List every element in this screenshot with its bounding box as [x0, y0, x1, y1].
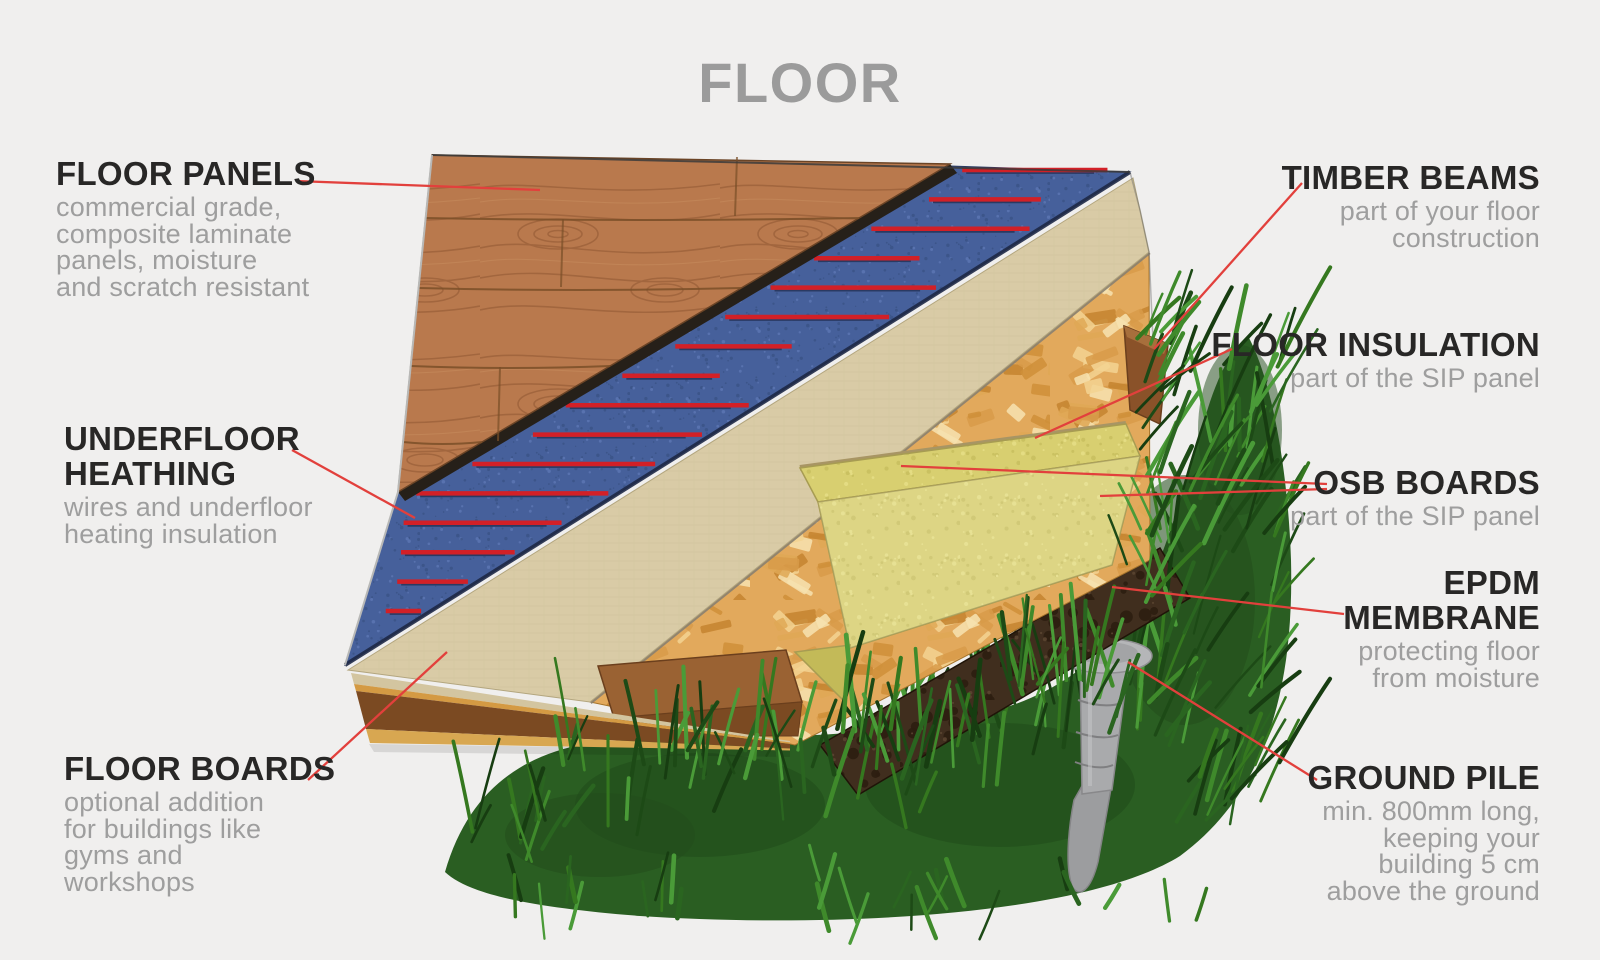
floor-boards-desc-line: for buildings like	[64, 813, 262, 844]
osb-boards-desc-line: part of the SIP panel	[1290, 501, 1540, 531]
floor-boards-desc-line: gyms and	[64, 840, 183, 870]
floor-boards-layer	[346, 177, 1150, 703]
floor-panels-desc-line: and scratch resistant	[56, 271, 310, 302]
label-floor-boards: FLOOR BOARDS optional addition for build…	[64, 751, 335, 895]
ground-pile-heading: GROUND PILE	[1307, 759, 1540, 796]
floor-panels-desc-line: composite laminate	[56, 218, 293, 249]
label-ground-pile: GROUND PILE min. 800mm long, keeping you…	[1308, 760, 1540, 904]
floor-insulation-block	[793, 421, 1142, 702]
epdm-desc-line: protecting floor	[1358, 636, 1540, 666]
underfloor-heading-line2: HEATHING	[64, 455, 237, 492]
timber-beams-desc-line: construction	[1392, 222, 1540, 253]
underfloor-desc-line: heating insulation	[64, 518, 278, 549]
floor-boards-desc-line: workshops	[64, 866, 195, 897]
timber-beams-desc-line: part of your floor	[1339, 196, 1540, 226]
label-floor-insulation: FLOOR INSULATION part of the SIP panel	[1211, 327, 1540, 392]
leader-line-floor-insulation	[1034, 347, 1233, 440]
leader-line-epdm-membrane	[1111, 585, 1345, 616]
ground-pile-desc-line: above the ground	[1326, 875, 1540, 906]
leader-line-osb-boards-top	[900, 464, 1328, 486]
label-epdm-membrane: EPDM MEMBRANE protecting floor from mois…	[1343, 565, 1540, 691]
label-osb-boards: OSB BOARDS part of the SIP panel	[1290, 465, 1540, 530]
ground-pile-desc-line: building 5 cm	[1378, 849, 1540, 879]
label-timber-beams: TIMBER BEAMS part of your floor construc…	[1282, 160, 1540, 251]
floor-boards-heading: FLOOR BOARDS	[64, 750, 336, 787]
leader-line-floor-boards	[307, 651, 448, 781]
floor-panels-desc-line: panels, moisture	[56, 245, 258, 275]
leader-line-floor-panels	[295, 179, 541, 192]
epdm-heading-line2: MEMBRANE	[1343, 599, 1540, 636]
timber-beams-heading: TIMBER BEAMS	[1281, 159, 1540, 196]
floor-panels-desc-line: commercial grade,	[56, 192, 282, 222]
leader-lines	[291, 179, 1345, 781]
floor-insulation-desc-line: part of the SIP panel	[1290, 363, 1540, 393]
floor-insulation-heading: FLOOR INSULATION	[1211, 326, 1540, 363]
leader-line-ground-pile	[1127, 661, 1318, 781]
grass-blades-front	[451, 265, 1333, 945]
wood-edge-shadow	[398, 164, 957, 501]
ground-pile-desc-line: min. 800mm long,	[1322, 796, 1540, 826]
leader-line-underfloor-heating	[291, 448, 416, 520]
label-floor-panels: FLOOR PANELS commercial grade, composite…	[56, 156, 316, 300]
epdm-desc-line: from moisture	[1372, 662, 1540, 693]
osb-boards-heading: OSB BOARDS	[1313, 464, 1540, 501]
underfloor-heading-line1: UNDERFLOOR	[64, 420, 300, 457]
floor-panels-heading: FLOOR PANELS	[56, 155, 316, 192]
epdm-heading-line1: EPDM	[1443, 564, 1540, 601]
leader-line-osb-boards-bottom	[1099, 487, 1328, 498]
leader-line-timber-beams	[1153, 182, 1303, 350]
underfloor-desc-line: wires and underfloor	[64, 492, 313, 522]
wood-plank-seams	[402, 156, 860, 445]
ground-pile-desc-line: keeping your	[1382, 822, 1540, 853]
label-underfloor-heating: UNDERFLOOR HEATHING wires and underfloor…	[64, 421, 313, 547]
heating-wires	[385, 167, 1108, 615]
floor-slab	[343, 154, 1192, 796]
page-title: FLOOR	[698, 51, 902, 114]
floor-boards-desc-line: optional addition	[64, 787, 265, 817]
